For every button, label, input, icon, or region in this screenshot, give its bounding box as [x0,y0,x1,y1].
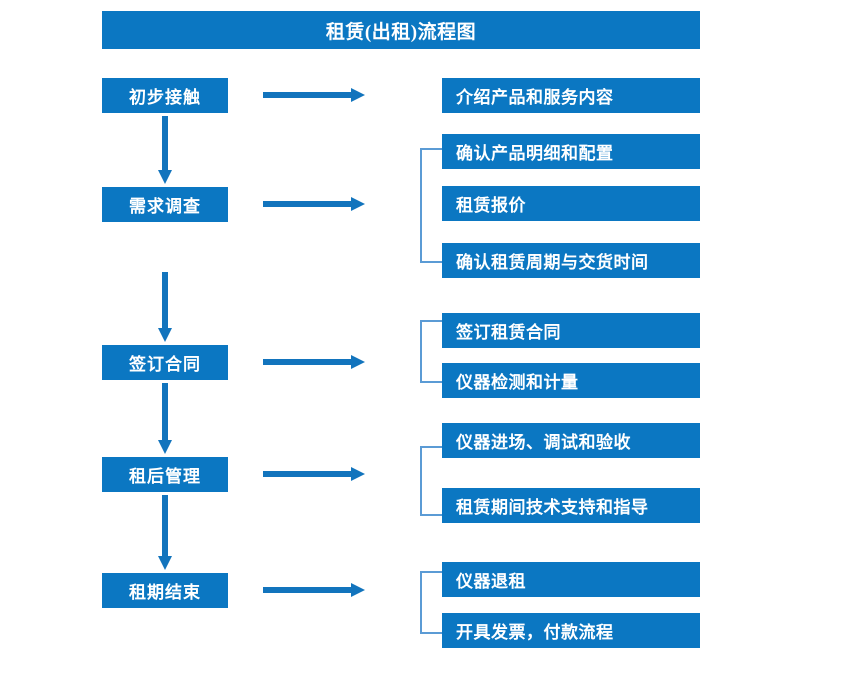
stage-box-2[interactable]: 需求调查 [102,187,228,222]
stage-box-3[interactable]: 签订合同 [102,345,228,380]
arrow-down-icon-3 [158,383,172,454]
detail-box-2[interactable]: 确认产品明细和配置 [442,134,700,169]
arrow-down-icon-1 [158,116,172,184]
arrow-right-icon-3 [263,355,365,369]
bracket-icon-1 [420,148,442,263]
bracket-icon-4 [420,571,442,634]
stage-box-4[interactable]: 租后管理 [102,457,228,492]
arrow-right-icon-1 [263,88,365,102]
bracket-icon-3 [420,446,442,516]
detail-box-5[interactable]: 签订租赁合同 [442,313,700,348]
arrow-down-icon-2 [158,272,172,342]
arrow-right-icon-4 [263,467,365,481]
arrow-right-icon-5 [263,583,365,597]
detail-box-1[interactable]: 介绍产品和服务内容 [442,78,700,113]
arrow-right-icon-2 [263,197,365,211]
bracket-icon-2 [420,320,442,383]
detail-box-7[interactable]: 仪器进场、调试和验收 [442,423,700,458]
detail-box-3[interactable]: 租赁报价 [442,186,700,221]
page-title: 租赁(出租)流程图 [102,11,700,49]
detail-box-4[interactable]: 确认租赁周期与交货时间 [442,243,700,278]
detail-box-6[interactable]: 仪器检测和计量 [442,363,700,398]
detail-box-8[interactable]: 租赁期间技术支持和指导 [442,488,700,523]
detail-box-10[interactable]: 开具发票，付款流程 [442,613,700,648]
stage-box-5[interactable]: 租期结束 [102,573,228,608]
detail-box-9[interactable]: 仪器退租 [442,562,700,597]
arrow-down-icon-4 [158,495,172,570]
stage-box-1[interactable]: 初步接触 [102,78,228,113]
